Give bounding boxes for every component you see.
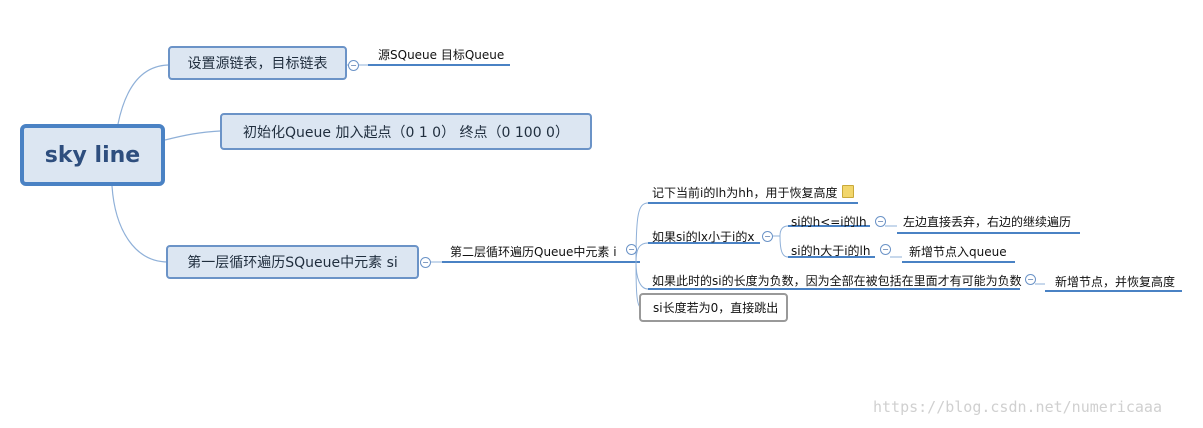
minus-circle-icon[interactable]: − — [875, 216, 886, 227]
subtopic-negative-length[interactable]: 如果此时的si的长度为负数，因为全部在被包括在里面才有可能为负数 — [652, 272, 1022, 289]
topic-init-queue[interactable]: 初始化Queue 加入起点（0 1 0） 终点（0 100 0） — [220, 113, 592, 150]
subtopic-zero-length[interactable]: si长度若为0，直接跳出 — [639, 293, 788, 322]
subtopic-label: 记下当前i的lh为hh，用于恢复高度 — [652, 186, 838, 200]
minus-circle-icon[interactable]: − — [762, 231, 773, 242]
subtopic-h-gt-lh[interactable]: si的h大于i的lh — [791, 242, 870, 259]
subtopic-lx-less[interactable]: 如果si的lx小于i的x — [652, 228, 754, 245]
subtopic-label: 左边直接丢弃，右边的继续遍历 — [903, 215, 1072, 229]
subtopic-label: 新增节点，并恢复高度 — [1055, 275, 1176, 289]
subtopic-label: 新增节点入queue — [909, 245, 1007, 259]
subtopic-source-target[interactable]: 源SQueue 目标Queue — [378, 46, 504, 63]
subtopic-label: 源SQueue 目标Queue — [378, 48, 505, 62]
subtopic-label: si的h<=i的lh — [791, 215, 867, 229]
topic-label: 第一层循环遍历SQueue中元素 si — [187, 255, 398, 271]
subtopic-label: 如果此时的si的长度为负数，因为全部在被包括在里面才有可能为负数 — [652, 274, 1022, 288]
subtopic-h-le-lh[interactable]: si的h<=i的lh — [791, 213, 867, 230]
topic-label: 设置源链表，目标链表 — [187, 56, 328, 72]
subtopic-add-node-queue[interactable]: 新增节点入queue — [909, 243, 1007, 260]
subtopic-record-lh[interactable]: 记下当前i的lh为hh，用于恢复高度 — [652, 184, 854, 201]
subtopic-add-node-restore[interactable]: 新增节点，并恢复高度 — [1055, 273, 1175, 290]
topic-outer-loop[interactable]: 第一层循环遍历SQueue中元素 si — [166, 245, 419, 279]
subtopic-label: si长度若为0，直接跳出 — [653, 301, 779, 315]
minus-circle-icon[interactable]: − — [626, 244, 637, 255]
minus-circle-icon[interactable]: − — [348, 60, 359, 71]
subtopic-inner-loop[interactable]: 第二层循环遍历Queue中元素 i — [450, 243, 617, 260]
topic-label: 初始化Queue 加入起点（0 1 0） 终点（0 100 0） — [243, 124, 569, 141]
root-topic-label: sky line — [44, 142, 141, 168]
minus-circle-icon[interactable]: − — [1025, 274, 1036, 285]
subtopic-label: 如果si的lx小于i的x — [652, 230, 755, 244]
minus-circle-icon[interactable]: − — [880, 244, 891, 255]
subtopic-discard-left[interactable]: 左边直接丢弃，右边的继续遍历 — [903, 213, 1071, 230]
root-topic[interactable]: sky line — [20, 124, 165, 186]
note-icon[interactable] — [841, 185, 854, 198]
minus-circle-icon[interactable]: − — [420, 257, 431, 268]
subtopic-label: 第二层循环遍历Queue中元素 i — [450, 245, 617, 259]
topic-setup-lists[interactable]: 设置源链表，目标链表 — [168, 46, 347, 80]
watermark: https://blog.csdn.net/numericaaa — [873, 398, 1162, 416]
subtopic-label: si的h大于i的lh — [791, 244, 871, 258]
